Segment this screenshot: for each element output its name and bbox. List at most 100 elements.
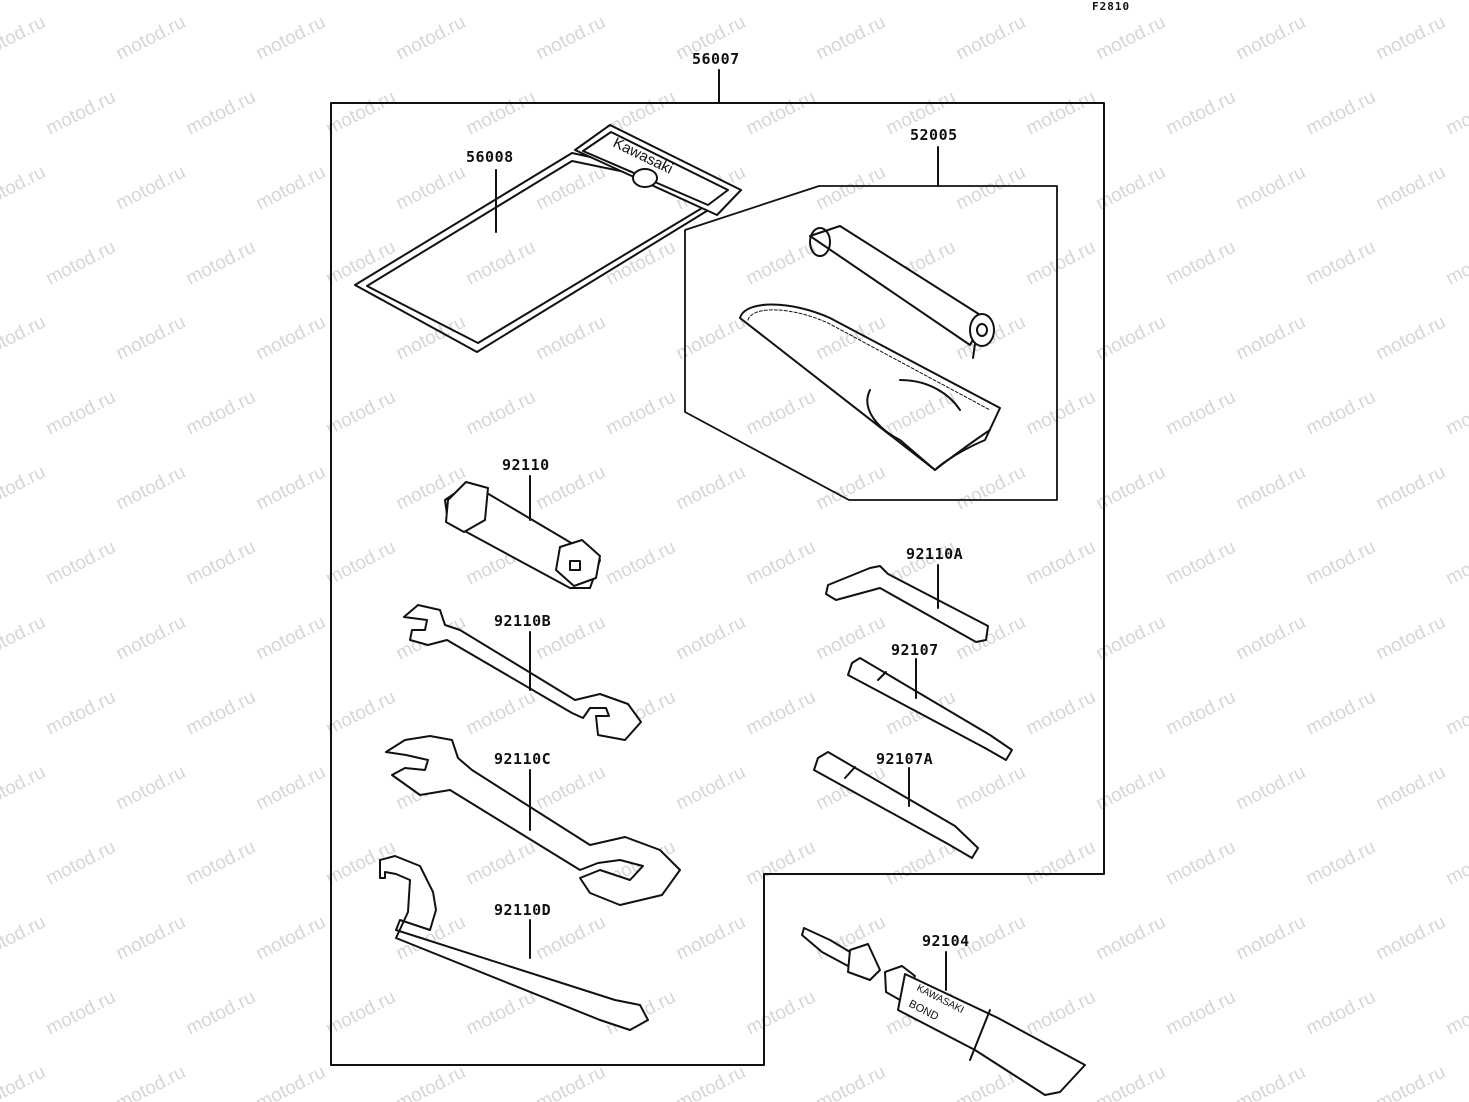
watermark-text: motod.ru <box>603 387 679 440</box>
watermark-text: motod.ru <box>323 537 399 590</box>
part-label-52005: 52005 <box>910 126 958 144</box>
watermark-text: motod.ru <box>1443 987 1469 1040</box>
watermark-text: motod.ru <box>113 462 189 515</box>
watermark-text: motod.ru <box>673 612 749 665</box>
watermark-text: motod.ru <box>1303 837 1379 890</box>
watermark-text: motod.ru <box>673 1062 749 1102</box>
watermark-text: motod.ru <box>113 912 189 965</box>
watermark-text: motod.ru <box>1093 1062 1169 1102</box>
watermark-text: motod.ru <box>253 912 329 965</box>
watermark-text: motod.ru <box>533 912 609 965</box>
watermark-text: motod.ru <box>813 162 889 215</box>
tool-bag-drawing <box>684 146 1058 501</box>
watermark-text: motod.ru <box>1023 837 1099 890</box>
watermark-text: motod.ru <box>113 762 189 815</box>
part-label-92104: 92104 <box>922 932 970 950</box>
watermark-text: motod.ru <box>1163 387 1239 440</box>
watermark-text: motod.ru <box>1233 312 1309 365</box>
watermark-text: motod.ru <box>1023 687 1099 740</box>
watermark-text: motod.ru <box>463 987 539 1040</box>
plug-wrench-drawing <box>444 475 601 589</box>
open-wrench-b-drawing <box>403 604 642 741</box>
watermark-text: motod.ru <box>743 687 819 740</box>
watermark-text: motod.ru <box>1233 462 1309 515</box>
bond-tube-drawing <box>801 927 1086 1096</box>
watermark-text: motod.ru <box>253 462 329 515</box>
watermark-text: motod.ru <box>813 1062 889 1102</box>
part-label-92107A: 92107A <box>876 750 934 768</box>
hook-wrench-drawing <box>379 855 649 1031</box>
watermark-text: motod.ru <box>113 612 189 665</box>
watermark-text: motod.ru <box>1373 12 1449 65</box>
watermark-text: motod.ru <box>393 1062 469 1102</box>
watermark-text: motod.ru <box>1163 237 1239 290</box>
watermark-text: motod.ru <box>1233 162 1309 215</box>
watermark-text: motod.ru <box>0 162 49 215</box>
watermark-text: motod.ru <box>1373 162 1449 215</box>
watermark-text: motod.ru <box>1233 612 1309 665</box>
watermark-text: motod.ru <box>953 762 1029 815</box>
watermark-text: motod.ru <box>813 462 889 515</box>
watermark-text: motod.ru <box>533 1062 609 1102</box>
watermark-text: motod.ru <box>183 987 259 1040</box>
watermark-text: motod.ru <box>183 837 259 890</box>
watermark-text: motod.ru <box>1373 762 1449 815</box>
watermark-text: motod.ru <box>113 312 189 365</box>
watermark-text: motod.ru <box>1443 537 1469 590</box>
watermark-text: motod.ru <box>603 537 679 590</box>
watermark-text: motod.ru <box>1023 987 1099 1040</box>
watermark-text: motod.ru <box>0 312 49 365</box>
part-label-92110D: 92110D <box>494 901 552 919</box>
watermark-text: motod.ru <box>463 87 539 140</box>
watermark-text: motod.ru <box>1023 237 1099 290</box>
part-label-56007: 56007 <box>692 50 740 68</box>
watermark-text: motod.ru <box>1443 837 1469 890</box>
watermark-text: motod.ru <box>0 12 49 65</box>
watermark-text: motod.ru <box>1303 987 1379 1040</box>
watermark-text: motod.ru <box>253 1062 329 1102</box>
watermark-text: motod.ru <box>253 312 329 365</box>
watermark-text: motod.ru <box>183 237 259 290</box>
watermark-text: motod.ru <box>323 987 399 1040</box>
watermark-text: motod.ru <box>1373 612 1449 665</box>
part-label-92110C: 92110C <box>494 750 552 768</box>
watermark-text: motod.ru <box>463 387 539 440</box>
watermark-text: motod.ru <box>1023 387 1099 440</box>
watermark-text: motod.ru <box>1233 912 1309 965</box>
watermark-text: motod.ru <box>1373 462 1449 515</box>
watermark-text: motod.ru <box>533 762 609 815</box>
figure-code: F2810 <box>1092 0 1131 13</box>
watermark-text: motod.ru <box>1443 387 1469 440</box>
watermark-text: motod.ru <box>113 162 189 215</box>
watermark-text: motod.ru <box>673 462 749 515</box>
watermark-text: motod.ru <box>43 987 119 1040</box>
watermark-text: motod.ru <box>673 912 749 965</box>
watermark-text: motod.ru <box>183 687 259 740</box>
watermark-text: motod.ru <box>813 12 889 65</box>
watermark-text: motod.ru <box>463 237 539 290</box>
watermark-text: motod.ru <box>1303 387 1379 440</box>
watermark-text: motod.ru <box>0 462 49 515</box>
part-label-92110: 92110 <box>502 456 550 474</box>
watermark-text: motod.ru <box>953 12 1029 65</box>
watermark-text: motod.ru <box>813 612 889 665</box>
watermark-text: motod.ru <box>253 162 329 215</box>
manual-case-drawing <box>354 124 742 353</box>
watermark-text: motod.ru <box>183 537 259 590</box>
watermark-text: motod.ru <box>1163 837 1239 890</box>
watermark-text: motod.ru <box>1233 12 1309 65</box>
watermark-text: motod.ru <box>1023 87 1099 140</box>
watermark-text: motod.ru <box>393 162 469 215</box>
watermark-text: motod.ru <box>183 87 259 140</box>
watermark-text: motod.ru <box>1163 987 1239 1040</box>
watermark-text: motod.ru <box>743 237 819 290</box>
watermark-text: motod.ru <box>1443 687 1469 740</box>
watermark-text: motod.ru <box>1303 87 1379 140</box>
watermark-text: motod.ru <box>673 762 749 815</box>
watermark-text: motod.ru <box>1093 912 1169 965</box>
watermark-text: motod.ru <box>113 12 189 65</box>
watermark-text: motod.ru <box>743 987 819 1040</box>
watermark-text: motod.ru <box>43 237 119 290</box>
